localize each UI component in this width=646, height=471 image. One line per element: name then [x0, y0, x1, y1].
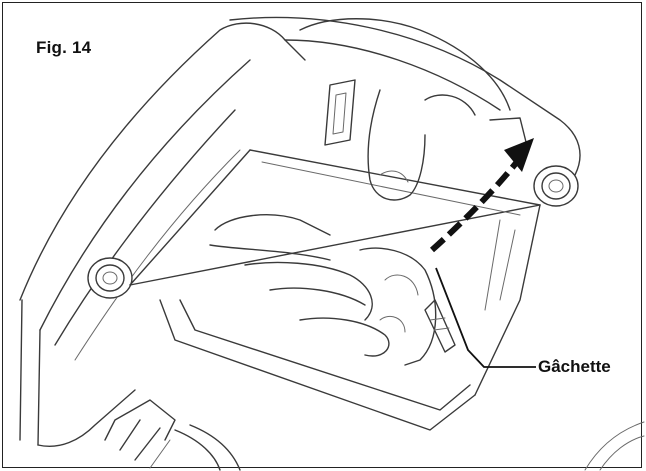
callout-leader-line — [435, 267, 536, 368]
right-pivot-knob — [533, 165, 579, 207]
tray-frame — [129, 149, 541, 431]
top-cap — [229, 16, 581, 176]
upward-dashed-arrow-icon — [430, 138, 534, 253]
figure-label: Fig. 14 — [36, 38, 92, 57]
upper-hand — [299, 18, 529, 201]
housing-outline — [19, 22, 306, 447]
trigger-mechanism — [424, 299, 456, 353]
left-pivot-knob — [87, 257, 133, 299]
lower-hand — [209, 214, 437, 366]
corner-arc — [584, 421, 645, 471]
trigger-callout-label: Gâchette — [538, 357, 611, 376]
lower-fitting — [104, 399, 241, 471]
